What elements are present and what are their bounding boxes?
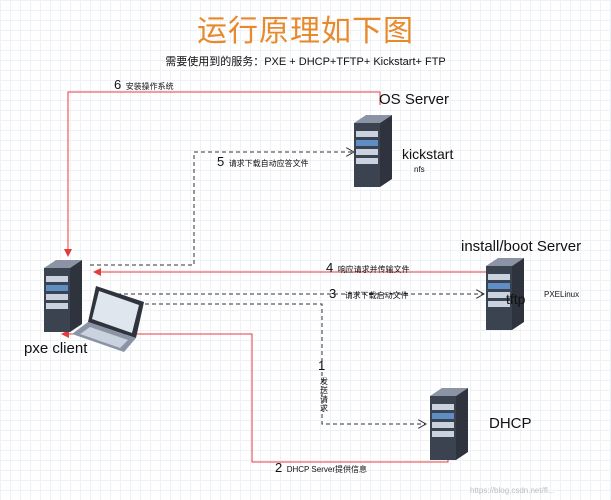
client-tower-icon [40,258,84,334]
step6-arrow [64,91,381,257]
pxe-client-label: pxe client [24,340,88,357]
nfs-label: nfs [414,165,425,174]
os-server-label: OS Server [379,91,450,108]
step1-arrow [96,303,426,424]
step5-arrow [90,152,354,266]
step2-arrow [61,330,449,463]
os-server-icon [350,113,394,189]
dhcp-label: DHCP [489,415,532,432]
kickstart-label: kickstart [402,146,454,162]
pxelinux-label: PXELinux [544,290,580,299]
page-title: 运行原理如下图 [197,15,414,48]
tftp-label: tftp [506,291,526,307]
boot-server-icon [482,256,526,332]
step5-label: 5 请求下载自动应答文件 [217,154,309,169]
step6-label: 6 安装操作系统 [114,77,174,92]
watermark: https://blog.csdn.net/fl... [470,486,555,495]
step2-label: 2 DHCP Server提供信息 [275,460,367,475]
step4-label: 4 响应请求并传输文件 [326,260,410,275]
laptop-icon [66,282,150,356]
step1-label: 1 [318,358,326,373]
step1-text: 发送请求 [320,377,328,413]
boot-server-label: install/boot Server [461,238,582,255]
step3-label: 3 请求下载启动文件 [329,286,409,301]
dhcp-server-icon [426,386,470,462]
page-subtitle: 需要使用到的服务：PXE + DHCP+TFTP+ Kickstart+ FTP [165,56,446,68]
